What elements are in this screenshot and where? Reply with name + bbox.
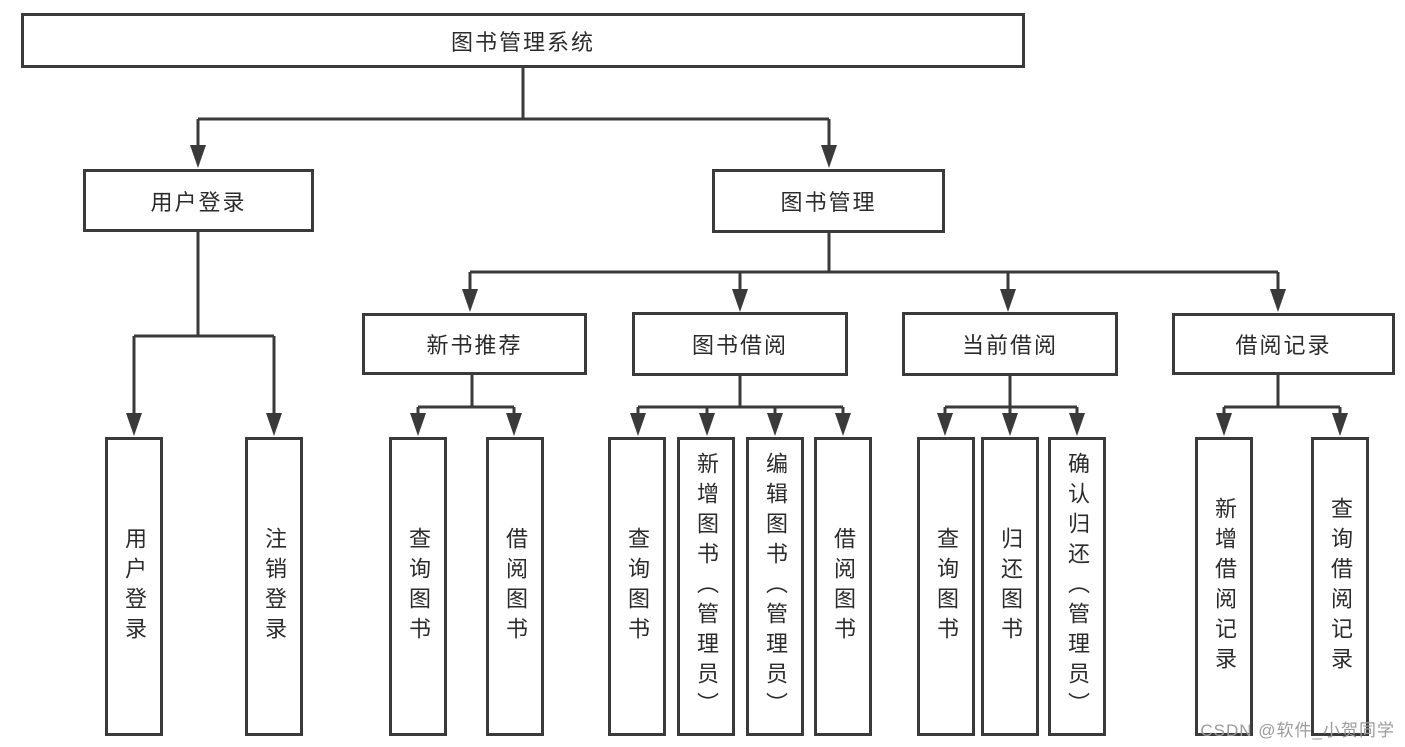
node-return-book: 归还图书 [981, 437, 1039, 736]
node-label: 用户登录 [122, 526, 147, 647]
node-user-login-action: 用户登录 [105, 437, 163, 736]
node-label: 用户登录 [150, 189, 247, 215]
node-label: 确认归还（管理员） [1065, 451, 1090, 722]
node-book-borrow: 图书借阅 [632, 312, 848, 376]
connector-book-borrow-split [630, 376, 851, 436]
node-label: 新书推荐 [426, 333, 523, 358]
node-library-system: 图书管理系统 [21, 13, 1025, 68]
node-label: 查询借阅记录 [1328, 496, 1353, 677]
node-label: 图书管理系统 [450, 29, 595, 55]
node-edit-book-admin: 编辑图书（管理员） [746, 437, 804, 736]
connector-user-login-split [126, 232, 282, 436]
node-query-books-current: 查询图书 [917, 437, 975, 736]
node-borrow-records: 借阅记录 [1172, 313, 1395, 375]
node-current-borrow: 当前借阅 [902, 312, 1118, 376]
node-book-management: 图书管理 [712, 169, 945, 233]
node-label: 查询图书 [406, 526, 431, 647]
node-new-book-recommend: 新书推荐 [362, 313, 587, 375]
node-query-borrow-record: 查询借阅记录 [1311, 437, 1369, 736]
node-borrow-books-action: 借阅图书 [814, 437, 872, 736]
node-label: 新增图书（管理员） [694, 451, 719, 722]
node-label: 借阅图书 [831, 526, 856, 647]
node-label: 图书借阅 [691, 333, 788, 358]
connector-borrow-record-split [1216, 375, 1348, 436]
node-label: 查询图书 [934, 526, 959, 647]
node-label: 当前借阅 [961, 333, 1058, 358]
node-label: 注销登录 [262, 526, 287, 647]
node-logout: 注销登录 [245, 437, 303, 736]
node-label: 新增借阅记录 [1212, 496, 1237, 677]
node-query-books-recommend: 查询图书 [389, 437, 447, 736]
node-label: 借阅记录 [1235, 333, 1332, 358]
csdn-watermark: CSDN @软件_小贺同学 [1200, 721, 1395, 740]
node-label: 查询图书 [625, 526, 650, 647]
node-confirm-return-admin: 确认归还（管理员） [1048, 437, 1106, 736]
node-borrow-books-recommend: 借阅图书 [486, 437, 544, 736]
node-label: 编辑图书（管理员） [763, 451, 788, 722]
connector-root-split [190, 68, 837, 168]
connector-new-book-split [410, 375, 522, 436]
node-query-books-borrow: 查询图书 [608, 437, 666, 736]
node-add-borrow-record: 新增借阅记录 [1195, 437, 1253, 736]
node-label: 归还图书 [998, 526, 1023, 647]
connector-book-management-split [462, 233, 1286, 312]
node-add-book-admin: 新增图书（管理员） [677, 437, 735, 736]
node-user-login: 用户登录 [83, 169, 314, 232]
node-label: 借阅图书 [503, 526, 528, 647]
connector-current-borrow-split [937, 376, 1085, 436]
node-label: 图书管理 [780, 190, 877, 215]
